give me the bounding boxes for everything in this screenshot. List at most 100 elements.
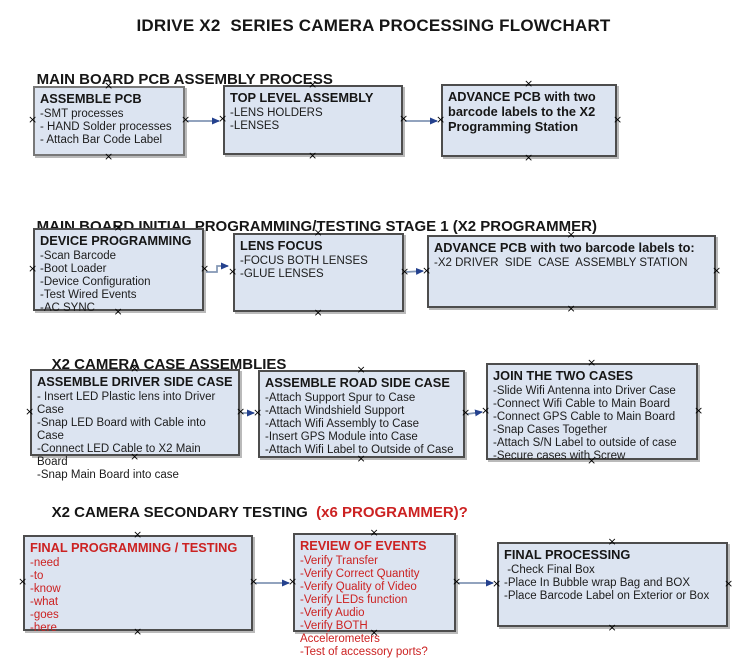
flow-box-review-of-events: REVIEW OF EVENTS -Verify Transfer -Verif… (288, 527, 461, 658)
connection-point-icon: × (436, 112, 446, 126)
flow-box-assemble-pcb: ASSEMBLE PCB -SMT processes - HAND Solde… (28, 80, 190, 162)
connection-point-icon: × (308, 149, 318, 162)
box-title: DEVICE PROGRAMMING (40, 233, 192, 248)
box-item: -Test Wired Events (40, 289, 137, 301)
page-title: IDRIVE X2 SERIES CAMERA PROCESSING FLOWC… (136, 16, 611, 35)
connection-point-icon: × (104, 150, 114, 163)
connection-point-icon: × (228, 264, 238, 278)
box-item: - HAND Solder processes (40, 121, 172, 133)
box-item: -Slide Wifi Antenna into Driver Case (493, 385, 676, 397)
box-item: -Connect GPS Cable to Main Board (493, 411, 676, 423)
connection-point-icon: × (524, 77, 534, 90)
section-header-case-assemblies: X2 CAMERA CASE ASSEMBLIES (35, 339, 287, 390)
flow-box-top-level-assembly: TOP LEVEL ASSEMBLY -LENS HOLDERS -LENSES… (218, 79, 408, 161)
box-title: ASSEMBLE DRIVER SIDE CASE (37, 374, 233, 389)
connection-point-icon: × (181, 113, 191, 126)
box-item: -Insert GPS Module into Case (265, 431, 418, 443)
box-item: -Snap Cases Together (493, 424, 608, 436)
connection-point-icon: × (613, 112, 623, 126)
connection-point-icon: × (400, 264, 410, 278)
flow-box-device-programming: DEVICE PROGRAMMING -Scan Barcode -Boot L… (28, 222, 209, 317)
connection-point-icon: × (200, 261, 210, 275)
box-item: -know (30, 583, 61, 595)
connection-point-icon: × (249, 575, 259, 588)
connection-point-icon: × (587, 356, 597, 369)
box-item: -Device Configuration (40, 276, 151, 288)
box-title: TOP LEVEL ASSEMBLY (230, 90, 374, 105)
flow-box-advance-pcb-driver-side: ADVANCE PCB with two barcode labels to: … (422, 229, 721, 314)
connection-point-icon: × (253, 406, 263, 419)
flow-box-lens-focus: LENS FOCUS -FOCUS BOTH LENSES -GLUE LENS… (228, 227, 409, 318)
connection-point-icon: × (399, 112, 409, 125)
box-item: -Attach S/N Label to outside of case (493, 437, 677, 449)
flow-box-advance-pcb-programming-station: ADVANCE PCB with two barcode labels to t… (436, 78, 622, 163)
box-item: -Attach Windshield Support (265, 405, 405, 417)
box-title: ADVANCE PCB with two barcode labels to t… (448, 89, 600, 134)
box-item: -Verify Transfer (300, 555, 378, 567)
box-title: ASSEMBLE PCB (40, 91, 142, 106)
connector-arrow (206, 262, 229, 273)
connection-point-icon: × (288, 574, 298, 588)
box-item: -Verify LEDs function (300, 594, 408, 606)
section-header-text: X2 CAMERA CASE ASSEMBLIES (51, 356, 287, 373)
connection-point-icon: × (524, 151, 534, 164)
box-item: -goes (30, 609, 59, 621)
box-item: -LENSES (230, 120, 280, 132)
box-item: -Secure cases with Screw (493, 450, 626, 462)
box-item: -Verify Audio (300, 607, 365, 619)
connection-point-icon: × (236, 404, 246, 418)
section-header-red-text: (x6 PROGRAMMER)? (316, 504, 468, 521)
connection-point-icon: × (712, 263, 722, 277)
box-title: FINAL PROCESSING (504, 547, 631, 562)
box-item: - Insert LED Plastic lens into Driver Ca… (37, 391, 219, 416)
box-item: -need (30, 557, 60, 569)
section-header-pcb-assembly: MAIN BOARD PCB ASSEMBLY PROCESS (20, 54, 333, 105)
box-item: -GLUE LENSES (240, 268, 324, 280)
box-item: -Attach Wifi Assembly to Case (265, 418, 420, 430)
flow-box-final-programming-testing: FINAL PROGRAMMING / TESTING -need -to -k… (18, 529, 258, 637)
connection-point-icon: × (607, 621, 617, 634)
section-header-text: X2 CAMERA SECONDARY TESTING (51, 504, 317, 521)
connection-point-icon: × (461, 406, 471, 419)
flow-box-final-processing: FINAL PROCESSING -Check Final Box -Place… (492, 536, 733, 633)
flow-box-join-the-two-cases: JOIN THE TWO CASES -Slide Wifi Antenna i… (481, 357, 703, 466)
box-item: -LENS HOLDERS (230, 107, 323, 119)
box-title: JOIN THE TWO CASES (493, 368, 634, 383)
box-item: -Check Final Box (504, 564, 595, 576)
box-item: -here (30, 622, 57, 634)
connector-arrow (405, 267, 424, 275)
connector-arrow (466, 409, 483, 417)
box-item: -to (30, 570, 44, 582)
box-item: -Attach Support Spur to Case (265, 392, 416, 404)
connection-point-icon: × (218, 112, 228, 125)
box-title: REVIEW OF EVENTS (300, 538, 427, 553)
box-item: -Snap Main Board into case (37, 469, 179, 481)
box-item: -Connect LED Cable to X2 Main Board (37, 443, 204, 468)
connection-point-icon: × (566, 302, 576, 315)
box-item: -what (30, 596, 59, 608)
connection-point-icon: × (724, 576, 734, 590)
box-item: -Scan Barcode (40, 250, 117, 262)
box-title: LENS FOCUS (240, 238, 323, 253)
flow-box-assemble-driver-side-case: ASSEMBLE DRIVER SIDE CASE - Insert LED P… (25, 363, 245, 481)
section-header-secondary-testing: X2 CAMERA SECONDARY TESTING (x6 PROGRAMM… (35, 487, 468, 538)
box-item: -Place Barcode Label on Exterior or Box (504, 590, 710, 602)
section-header-text: MAIN BOARD PCB ASSEMBLY PROCESS (36, 71, 333, 88)
box-title: FINAL PROGRAMMING / TESTING (30, 540, 238, 555)
box-item: -AC SYNC (40, 302, 95, 314)
flow-box-assemble-road-side-case: ASSEMBLE ROAD SIDE CASE -Attach Support … (253, 364, 470, 464)
box-item: -Test of accessory ports? (300, 646, 428, 658)
box-item: -Verify BOTH Accelerometers (300, 620, 380, 645)
connection-point-icon: × (694, 403, 704, 417)
connection-point-icon: × (492, 576, 502, 590)
box-item: -Connect Wifi Cable to Main Board (493, 398, 671, 410)
connection-point-icon: × (313, 306, 323, 319)
connection-point-icon: × (28, 113, 38, 126)
box-item: -Verify Quality of Video (300, 581, 417, 593)
box-item: -Boot Loader (40, 263, 107, 275)
box-item: -FOCUS BOTH LENSES (240, 255, 368, 267)
connection-point-icon: × (452, 574, 462, 588)
connection-point-icon: × (18, 575, 28, 588)
connection-point-icon: × (422, 263, 432, 277)
